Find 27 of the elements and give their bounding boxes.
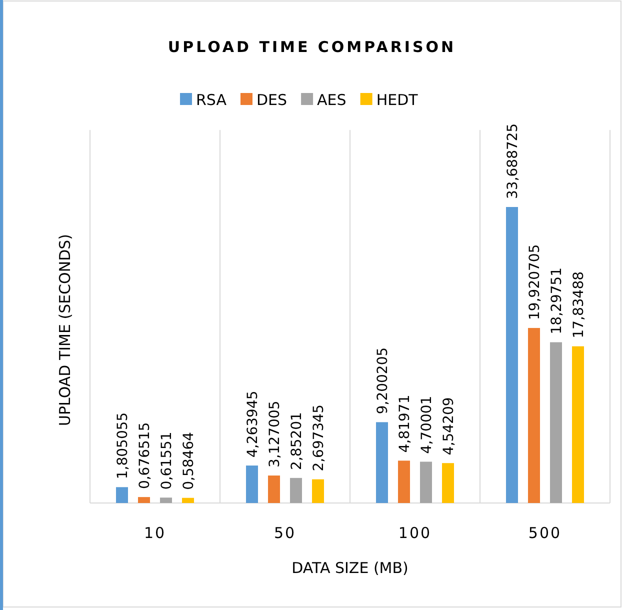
legend-label: DES — [256, 91, 288, 109]
legend-label: AES — [317, 91, 346, 109]
category-label: 50 — [274, 524, 296, 542]
value-label: 2,697345 — [311, 404, 327, 472]
axis-title: DATA SIZE (MB) — [292, 559, 408, 577]
legend-label: HEDT — [376, 91, 418, 109]
category-label: 10 — [144, 524, 166, 542]
legend-label: RSA — [196, 91, 226, 109]
value-label: 0,676515 — [137, 422, 153, 490]
value-label: 4,263945 — [245, 390, 261, 458]
value-label: 4,54209 — [441, 397, 457, 456]
value-label: 0,61551 — [159, 432, 175, 490]
value-label: 1,805055 — [115, 412, 131, 480]
category-label: 100 — [398, 524, 432, 542]
value-label: 2,85201 — [289, 412, 305, 470]
chart-title: UPLOAD TIME COMPARISON — [168, 38, 456, 56]
value-label: 9,200205 — [375, 347, 391, 414]
value-label: 17,83488 — [571, 271, 587, 338]
value-label: 18,29751 — [549, 267, 565, 334]
value-label: 0,58464 — [181, 432, 197, 490]
axis-title: UPLOAD TIME (SECONDS) — [56, 234, 74, 426]
category-label: 500 — [528, 524, 562, 542]
value-label: 4,70001 — [419, 396, 435, 454]
value-label: 19,920705 — [527, 244, 543, 320]
value-label: 4,81971 — [397, 394, 413, 453]
value-label: 33,688725 — [505, 123, 521, 199]
value-label: 3,127005 — [267, 400, 283, 468]
